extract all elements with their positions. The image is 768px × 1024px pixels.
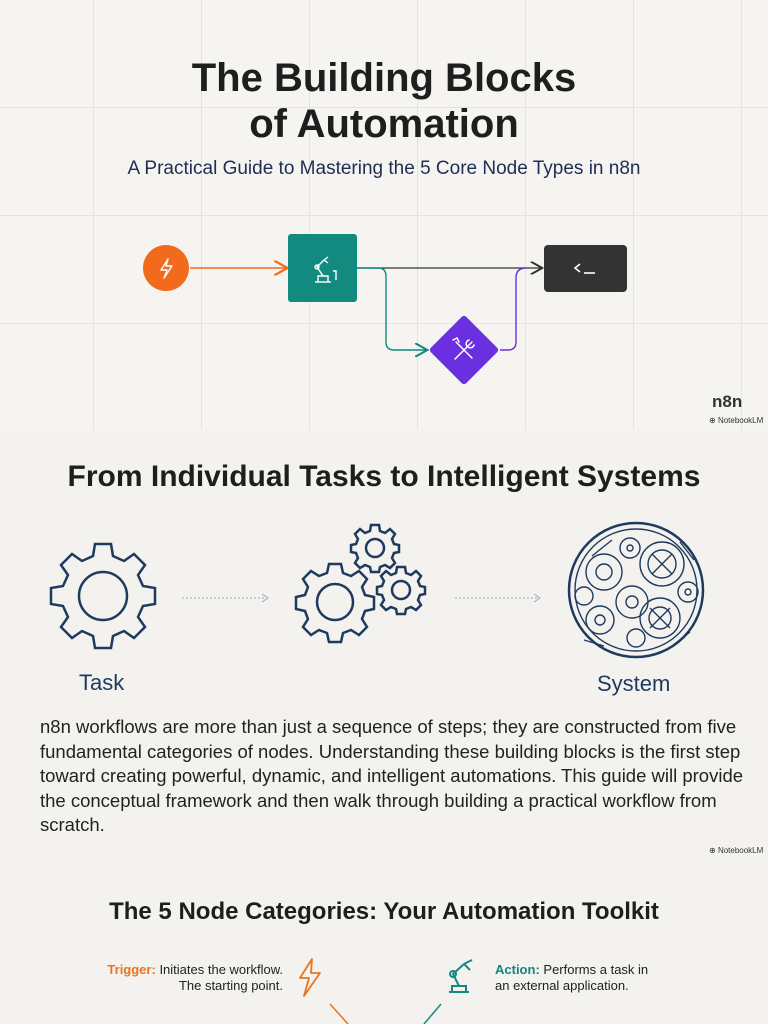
trigger-name: Trigger: — [107, 962, 156, 977]
n8n-logo: n8n — [712, 392, 743, 411]
tools-icon — [452, 336, 475, 360]
action-category: Action: Performs a task in an external a… — [495, 962, 665, 994]
trigger-description: Initiates the workflow. The starting poi… — [159, 962, 283, 993]
lightning-icon — [160, 258, 173, 279]
trigger-category: Trigger: Initiates the workflow. The sta… — [105, 962, 283, 994]
notebooklm-watermark-2: ⊕ NotebookLM — [709, 846, 764, 855]
action-name: Action: — [495, 962, 540, 977]
task-label: Task — [79, 670, 125, 695]
tool-node — [429, 315, 499, 385]
trigger-node — [143, 245, 189, 291]
action-connector — [423, 1003, 442, 1024]
task-to-system-illustration — [49, 521, 705, 659]
action-description: Performs a task in an external applicati… — [495, 962, 649, 993]
notebooklm-watermark: ⊕ NotebookLM — [709, 416, 764, 425]
node-categories-slide: The 5 Node Categories: Your Automation T… — [0, 870, 768, 1024]
categories-diagram — [299, 958, 473, 1024]
connector-action-tool — [357, 267, 426, 350]
tasks-to-systems-slide: From Individual Tasks to Intelligent Sys… — [0, 430, 768, 870]
title-slide: The Building Blocks of Automation A Prac… — [0, 0, 768, 430]
intro-paragraph: n8n workflows are more than just a seque… — [40, 716, 744, 835]
system-label: System — [597, 671, 671, 696]
subtitle: A Practical Guide to Mastering the 5 Cor… — [127, 158, 641, 179]
connector-tool-output — [500, 267, 527, 351]
single-gear-icon — [49, 542, 157, 650]
robot-arm-icon — [314, 256, 337, 283]
workflow-diagram — [143, 234, 627, 385]
categories-heading: The 5 Node Categories: Your Automation T… — [109, 898, 659, 925]
title-line-1: The Building Blocks — [191, 56, 577, 100]
terminal-icon — [573, 263, 581, 273]
lightning-icon — [299, 958, 321, 997]
action-node — [288, 234, 357, 302]
multiple-gears-icon — [294, 523, 427, 644]
trigger-connector — [329, 1003, 349, 1024]
robot-arm-icon — [449, 959, 473, 993]
section-heading: From Individual Tasks to Intelligent Sys… — [67, 460, 701, 493]
title-line-2: of Automation — [249, 102, 519, 146]
output-node — [544, 245, 627, 292]
complex-system-icon — [567, 521, 705, 659]
